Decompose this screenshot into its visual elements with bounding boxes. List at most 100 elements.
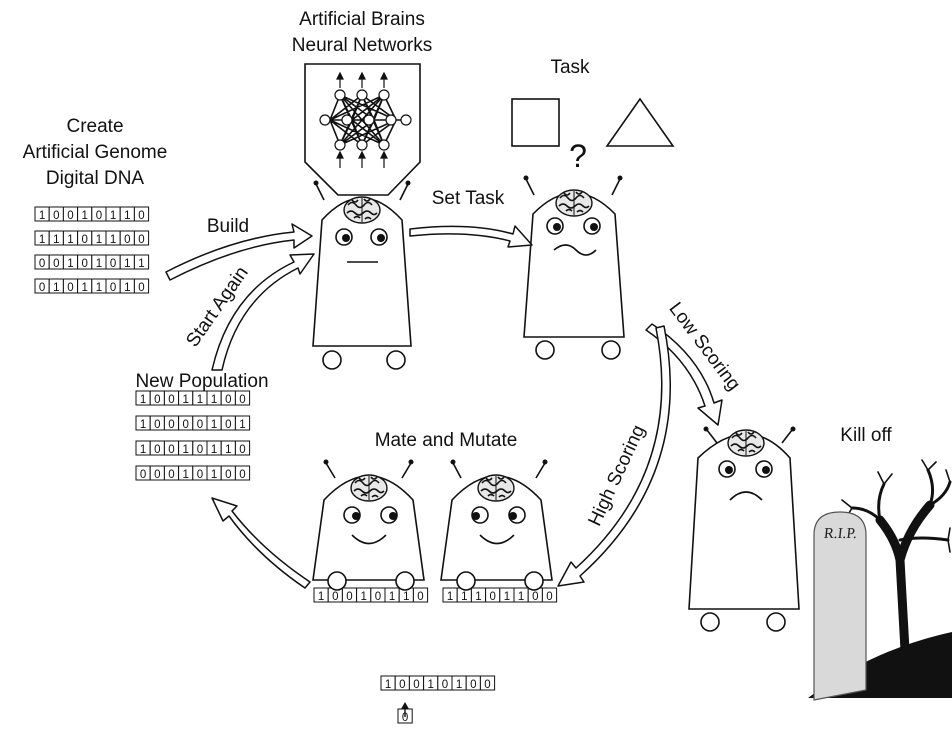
genome-bit: 1 (475, 591, 481, 603)
genome-bit: 1 (360, 591, 366, 603)
genome-bit: 0 (546, 591, 552, 603)
mutation-arrow (401, 702, 409, 717)
genome-bit: 1 (197, 394, 203, 406)
genome-bit: 1 (96, 234, 102, 246)
genome-bit: 0 (442, 679, 448, 691)
set-task-arrow (409, 225, 533, 248)
genome-bit: 0 (239, 394, 245, 406)
genome-bit: 1 (110, 234, 116, 246)
genome-bit: 1 (504, 591, 510, 603)
robot-parent-a (312, 459, 425, 591)
genome-cell (133, 206, 150, 222)
genome-bit: 1 (39, 210, 45, 222)
high-scoring-label: High Scoring (585, 422, 650, 529)
genome-cell (234, 440, 251, 456)
genome-bit: 1 (67, 258, 73, 270)
genome-bit: 0 (110, 258, 116, 270)
genome-bit: 0 (67, 282, 73, 294)
genome-bit: 1 (124, 282, 130, 294)
genome-cell (479, 675, 496, 691)
new-population-arrow (211, 497, 311, 589)
robot-low-scoring (688, 426, 800, 632)
build-label: Build (207, 216, 249, 237)
genome-bit: 0 (225, 394, 231, 406)
genome-bit: 0 (225, 469, 231, 481)
genome-bit: 1 (140, 419, 146, 431)
genome-bit: 0 (489, 591, 495, 603)
genome-bit: 1 (81, 210, 87, 222)
genome-cell (133, 254, 150, 270)
genome-bit: 0 (138, 234, 144, 246)
genome-bit: 1 (211, 469, 217, 481)
genome-bit: 0 (154, 469, 160, 481)
rip-tombstone: R.I.P. (813, 511, 867, 701)
genome-bit: 0 (346, 591, 352, 603)
brains-title-line1: Artificial Brains (299, 9, 425, 30)
genome-bit: 0 (402, 712, 408, 724)
genome-bit: 1 (53, 282, 59, 294)
genome-cell (412, 587, 429, 603)
genome-bit: 0 (140, 469, 146, 481)
robot-built (312, 180, 412, 370)
genome-bit: 1 (403, 591, 409, 603)
high-scoring-arrow (557, 325, 671, 587)
mate-mutate-label: Mate and Mutate (375, 430, 518, 451)
genome-bit: 1 (239, 419, 245, 431)
genome-bit: 1 (518, 591, 524, 603)
genome-bit: 1 (110, 210, 116, 222)
rip-text: R.I.P. (823, 526, 858, 542)
new-population-label: New Population (135, 371, 268, 392)
genome-bit: 0 (39, 282, 45, 294)
genome-bit: 1 (385, 679, 391, 691)
genome-bit: 0 (39, 258, 45, 270)
genome-bit: 1 (39, 234, 45, 246)
genome-bit: 0 (168, 419, 174, 431)
genome-cell (234, 390, 251, 406)
genome-bit: 0 (239, 444, 245, 456)
genome-bit: 0 (168, 394, 174, 406)
genome-bit: 1 (389, 591, 395, 603)
genome-bit: 1 (456, 679, 462, 691)
task-square-shape (511, 98, 560, 147)
genome-bit: 1 (211, 394, 217, 406)
genome-cell (234, 415, 251, 431)
genome-bit: 0 (413, 679, 419, 691)
genome-bit: 0 (332, 591, 338, 603)
genome-bit: 1 (140, 394, 146, 406)
genome-bit: 0 (53, 210, 59, 222)
genome-bit: 1 (140, 444, 146, 456)
task-label: Task (550, 57, 590, 78)
genome-bit: 0 (197, 419, 203, 431)
genome-bit: 1 (67, 234, 73, 246)
genome-bit: 1 (96, 282, 102, 294)
create-label-line2: Artificial Genome (23, 142, 168, 163)
genome-bit: 0 (375, 591, 381, 603)
set-task-label: Set Task (432, 188, 505, 209)
genome-cell (541, 587, 558, 603)
genome-bit: 0 (532, 591, 538, 603)
genome-bit: 1 (182, 469, 188, 481)
genome-bit: 0 (154, 394, 160, 406)
build-arrow (165, 223, 313, 281)
graveyard-scene: R.I.P. (808, 459, 952, 701)
robot-task (523, 175, 625, 360)
genome-bit: 1 (447, 591, 453, 603)
start-again-arrow (211, 253, 315, 371)
genome-bit: 0 (168, 469, 174, 481)
genome-bit: 0 (81, 258, 87, 270)
genome-bit: 1 (211, 419, 217, 431)
genome-bit: 0 (168, 444, 174, 456)
question-mark: ? (569, 138, 587, 174)
genome-bit: 0 (81, 234, 87, 246)
genome-bit: 1 (96, 258, 102, 270)
genome-bit: 0 (239, 469, 245, 481)
